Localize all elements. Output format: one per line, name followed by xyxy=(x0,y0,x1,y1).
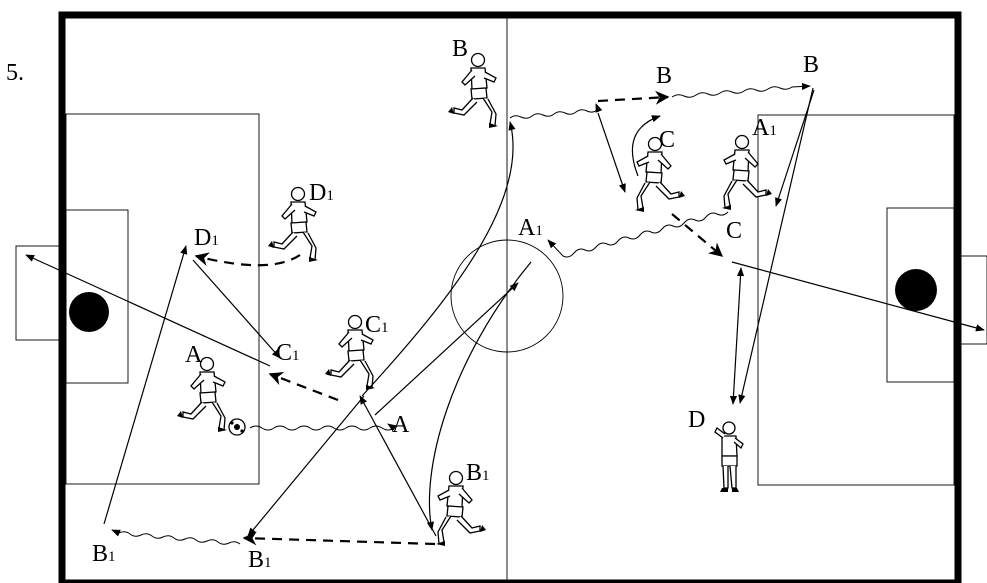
label-c1-point-sub: 1 xyxy=(292,348,300,364)
pass-b1-to-d1 xyxy=(103,245,188,525)
label-b1-bottom-mid-main: B xyxy=(248,547,264,573)
label-d-player: D xyxy=(688,407,705,433)
label-b1-player-sub: 1 xyxy=(482,468,490,484)
dribble-b1 xyxy=(111,529,241,545)
label-b1-player-main: B xyxy=(466,460,482,486)
labels: B B B C A1 A1 C D1 D1 C1 C1 A A B1 B1 B1… xyxy=(92,36,819,573)
run-d1 xyxy=(194,252,301,267)
run-b1 xyxy=(242,531,436,546)
label-b1-bottom-left-sub: 1 xyxy=(108,549,116,565)
dribble-a xyxy=(249,423,397,432)
label-a1-right: A1 xyxy=(752,115,777,141)
label-d1-point-sub: 1 xyxy=(211,233,219,249)
right-goal xyxy=(957,255,987,345)
run-a1-curve xyxy=(426,261,532,531)
left-goal-marker xyxy=(69,292,109,332)
player-b-top xyxy=(447,52,499,129)
pass-b-to-d xyxy=(738,87,814,404)
exercise-number: 5. xyxy=(6,60,24,86)
label-a1-right-main: A xyxy=(752,115,770,141)
pass-b-to-a1 xyxy=(775,89,815,207)
ball xyxy=(228,418,246,436)
right-goal-marker xyxy=(895,269,937,311)
label-a-player: A xyxy=(185,342,203,368)
run-c xyxy=(671,213,724,257)
pass-goal-left xyxy=(25,254,271,367)
label-c1-player-main: C xyxy=(365,312,381,338)
player-a xyxy=(176,356,228,433)
label-a1-right-sub: 1 xyxy=(769,123,777,139)
label-a1-center-sub: 1 xyxy=(535,223,543,239)
pass-d1-to-c1 xyxy=(192,259,281,359)
label-b1-bottom-mid-sub: 1 xyxy=(264,555,272,571)
label-c1-player: C1 xyxy=(365,312,389,338)
label-d1-point-main: D xyxy=(194,225,211,251)
pass-c1-to-b1 xyxy=(247,395,365,537)
run-a-to-center xyxy=(374,282,519,416)
dribble-a1 xyxy=(547,211,729,258)
label-b1-bottom-mid: B1 xyxy=(248,547,272,573)
left-goal xyxy=(15,245,63,341)
label-d1-player-sub: 1 xyxy=(326,188,334,204)
label-d1-player: D1 xyxy=(309,180,334,206)
left-goal-area xyxy=(65,209,129,384)
run-c1 xyxy=(268,371,339,402)
center-circle xyxy=(450,239,564,353)
label-b1-player: B1 xyxy=(466,460,490,486)
label-b1-bottom-left: B1 xyxy=(92,541,116,567)
run-c-diagonal xyxy=(597,112,626,193)
label-d1-player-main: D xyxy=(309,180,326,206)
pitch-outline xyxy=(58,11,962,583)
label-b-right: B xyxy=(803,52,819,78)
label-a1-center-main: A xyxy=(518,215,536,241)
player-a1 xyxy=(721,134,773,211)
dribble-b-right xyxy=(671,82,811,98)
label-a1-center: A1 xyxy=(518,215,543,241)
label-c1-player-sub: 1 xyxy=(381,320,389,336)
run-b-top xyxy=(597,90,670,105)
label-c-top: C xyxy=(659,127,675,153)
label-d1-point: D1 xyxy=(194,225,219,251)
run-b1-to-c1 xyxy=(359,395,437,537)
dribble-b-top xyxy=(509,103,603,119)
label-c-right: C xyxy=(726,218,742,244)
pitch xyxy=(15,11,987,583)
pass-d-c xyxy=(729,267,745,405)
run-c-curve xyxy=(631,115,661,177)
label-b1-bottom-left-main: B xyxy=(92,541,108,567)
runs-and-passes xyxy=(25,82,985,546)
right-goal-area xyxy=(886,207,955,383)
shot-goal-right xyxy=(731,261,985,332)
label-b-top-left: B xyxy=(452,36,468,62)
players xyxy=(176,52,773,547)
label-a-point: A xyxy=(392,412,410,438)
label-c1-point: C1 xyxy=(276,340,300,366)
player-d xyxy=(714,421,744,493)
label-b-mid: B xyxy=(656,63,672,89)
run-b-curve xyxy=(361,121,516,397)
label-c1-point-main: C xyxy=(276,340,292,366)
